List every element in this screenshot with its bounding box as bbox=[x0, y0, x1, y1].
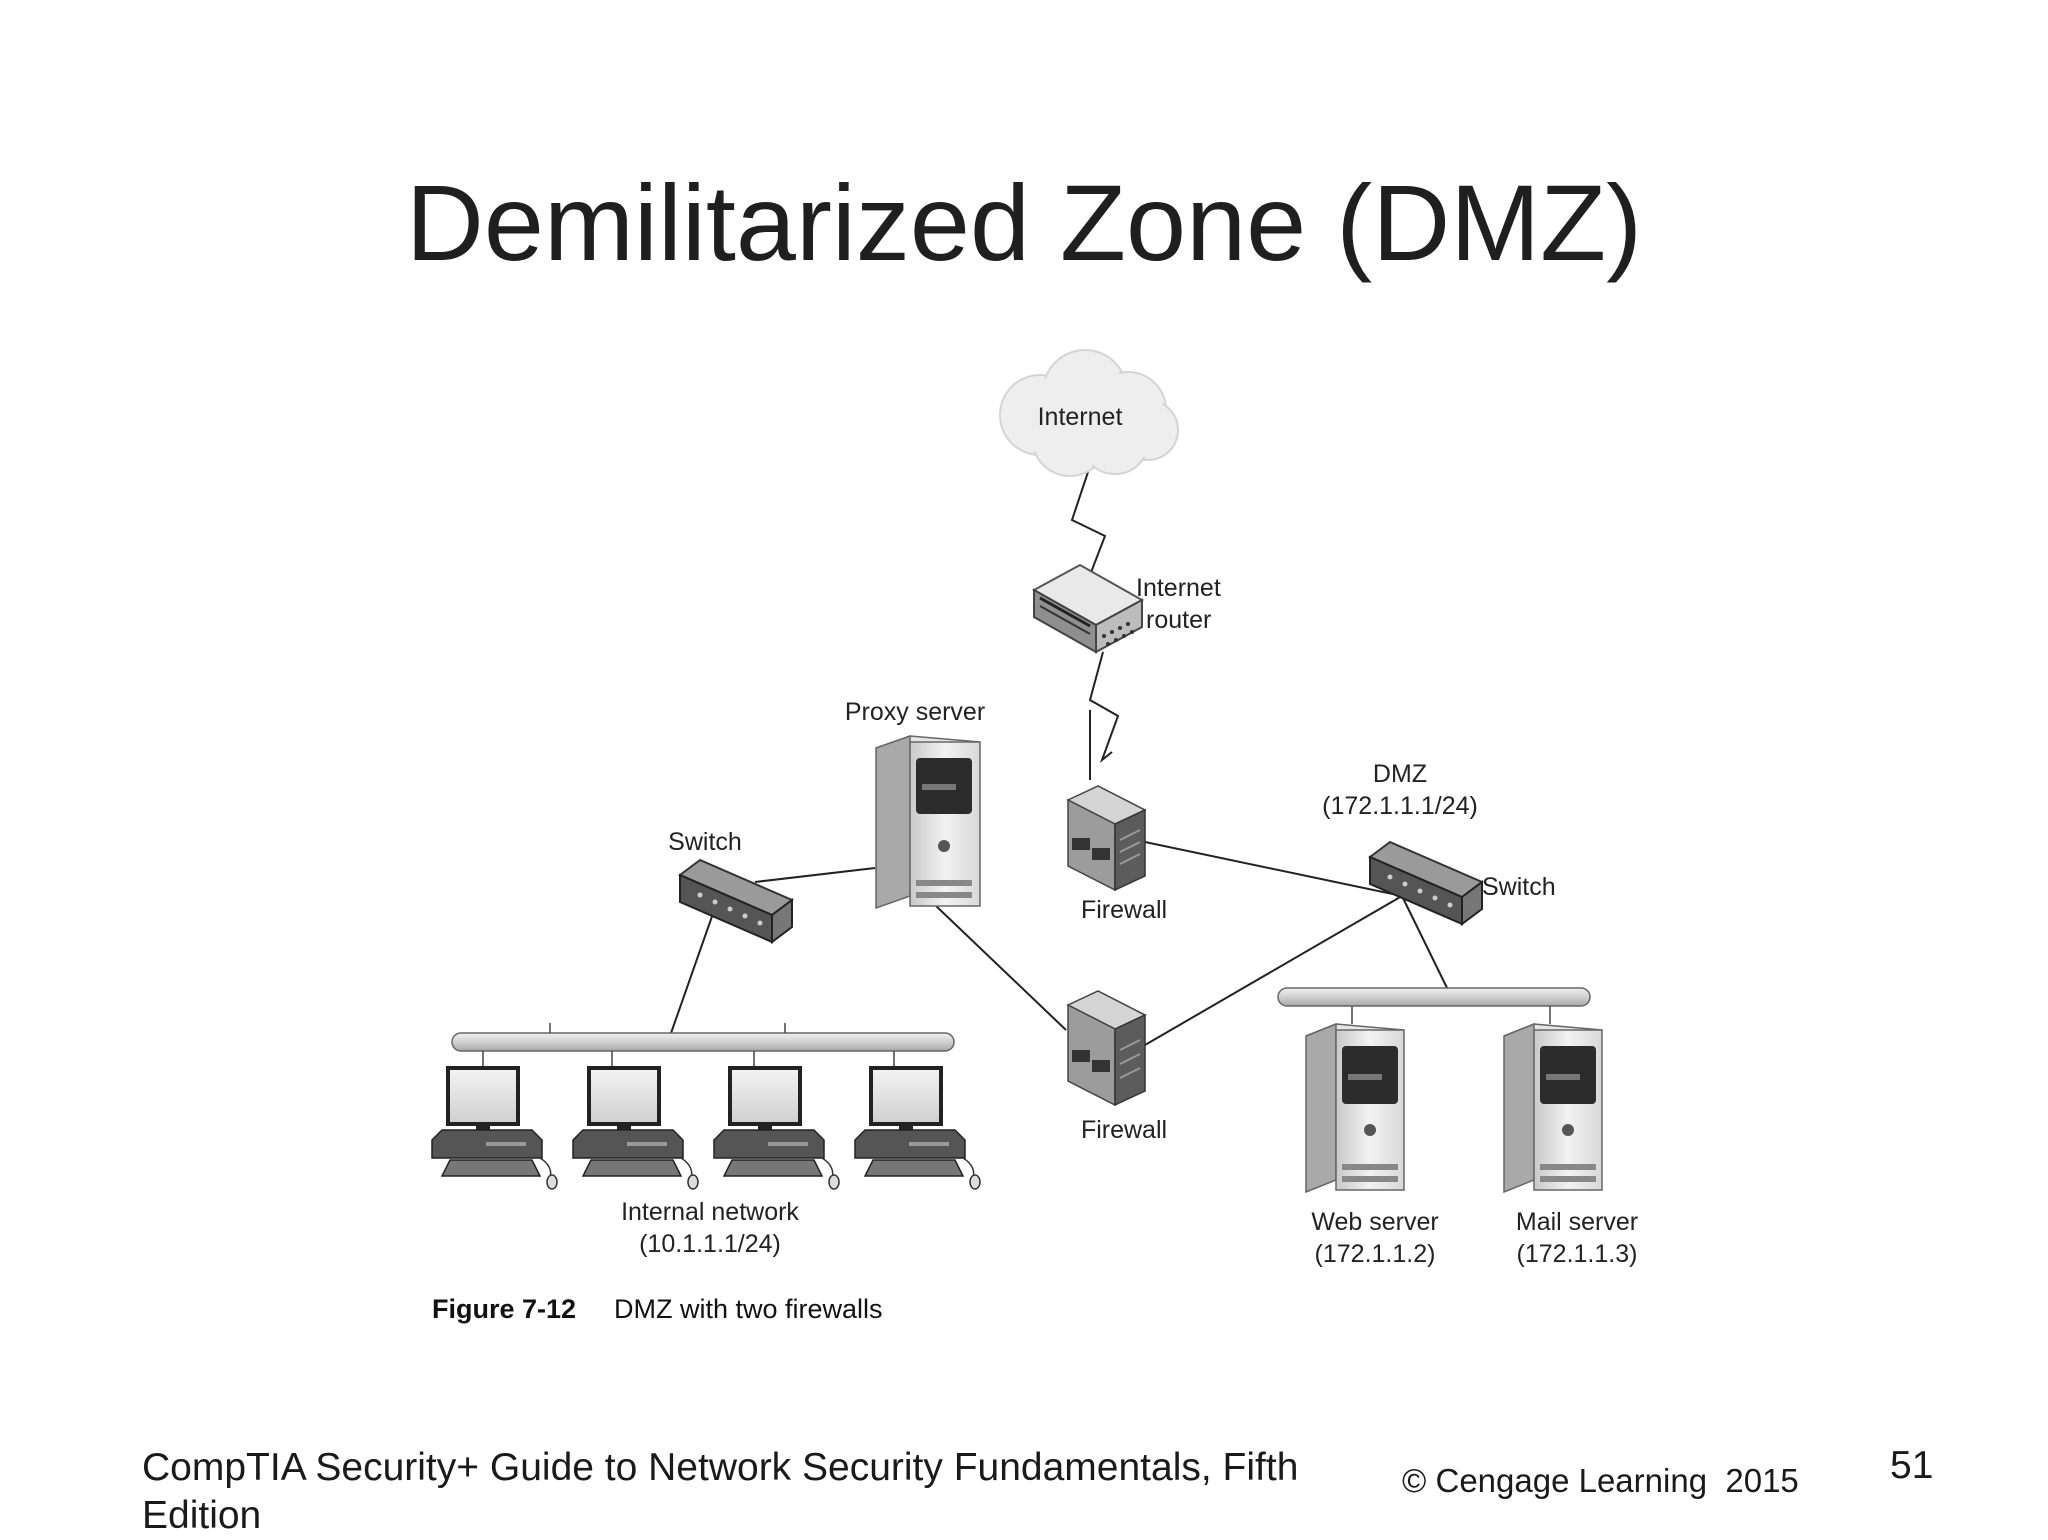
footer-book-title: CompTIA Security+ Guide to Network Secur… bbox=[142, 1446, 1299, 1537]
link-switch-proxy bbox=[754, 867, 876, 883]
figure-label: Figure 7-12 bbox=[432, 1294, 576, 1324]
link-dmzswitch-servers bbox=[1401, 895, 1451, 995]
internet-label: Internet bbox=[1038, 403, 1123, 431]
proxy-server-label: Proxy server bbox=[845, 698, 985, 726]
workstation-3-icon bbox=[713, 1066, 840, 1190]
router-icon bbox=[1031, 563, 1145, 654]
switch-right-label: Switch bbox=[1482, 873, 1556, 901]
figure-caption: DMZ with two firewalls bbox=[614, 1294, 883, 1324]
workstation-4-icon bbox=[854, 1066, 981, 1190]
workstation-2-icon bbox=[572, 1066, 699, 1190]
internal-network-label-line2: (10.1.1.1/24) bbox=[639, 1230, 781, 1258]
web-server-label-line1: Web server bbox=[1311, 1208, 1438, 1236]
switch-left-icon bbox=[678, 858, 794, 944]
proxy-server-icon bbox=[875, 734, 981, 910]
mail-server-label-line2: (172.1.1.3) bbox=[1517, 1240, 1638, 1268]
link-firewall2-dmzswitch bbox=[1144, 895, 1403, 1046]
link-firewall-dmzswitch bbox=[1144, 841, 1403, 897]
firewall-bottom-icon bbox=[1066, 990, 1147, 1107]
link-switch-lan bbox=[669, 904, 717, 1037]
internal-network-label-line1: Internal network bbox=[621, 1198, 799, 1226]
internal-network-bus bbox=[451, 1032, 955, 1052]
mail-server-icon bbox=[1503, 1022, 1603, 1194]
dmz-label-line2: (172.1.1.1/24) bbox=[1322, 792, 1478, 820]
firewall-top-icon bbox=[1066, 785, 1147, 892]
workstation-1-icon bbox=[431, 1066, 558, 1190]
firewall-bottom-label: Firewall bbox=[1081, 1116, 1167, 1144]
switch-right-icon bbox=[1368, 840, 1484, 926]
page-number: 51 bbox=[1890, 1444, 1934, 1487]
dmz-network-bus bbox=[1277, 987, 1591, 1007]
router-label-line1: Internet bbox=[1136, 574, 1221, 602]
web-server-label-line2: (172.1.1.2) bbox=[1315, 1240, 1436, 1268]
network-links bbox=[669, 710, 1451, 1046]
firewall-top-label: Firewall bbox=[1081, 896, 1167, 924]
switch-left-label: Switch bbox=[668, 828, 742, 856]
dmz-label-line1: DMZ bbox=[1373, 760, 1427, 788]
link-proxy-firewall bbox=[934, 904, 1067, 1031]
footer-copyright: © Cengage Learning 2015 bbox=[1402, 1462, 1799, 1499]
mail-server-label-line1: Mail server bbox=[1516, 1208, 1638, 1236]
router-label-line2: router bbox=[1146, 606, 1211, 634]
lightning-router-firewall bbox=[1088, 651, 1120, 764]
slide-title: Demilitarized Zone (DMZ) bbox=[405, 162, 1643, 283]
web-server-icon bbox=[1305, 1022, 1405, 1194]
